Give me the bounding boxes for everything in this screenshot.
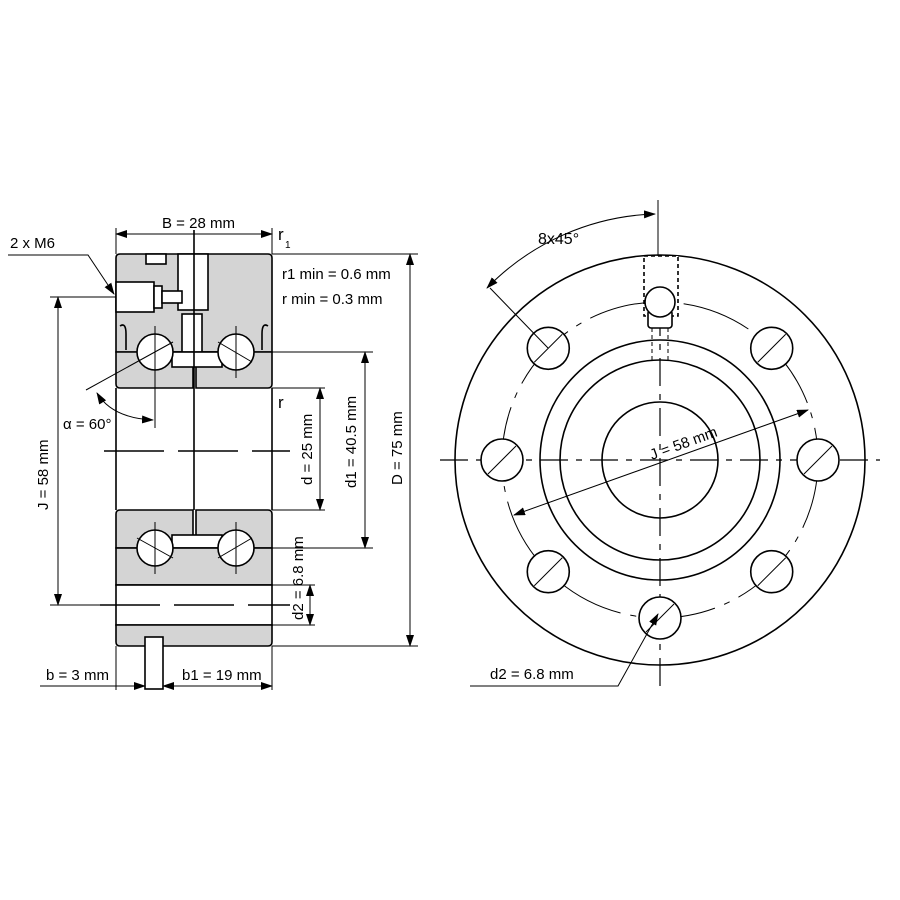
front-J-label: J = 58 mm: [648, 424, 720, 464]
thread-leader: [8, 254, 115, 295]
contact-angle-line: [217, 537, 253, 559]
hole-centerline: [533, 557, 563, 587]
extension-line: [489, 287, 549, 349]
pattern-label: 8x45°: [538, 231, 579, 248]
contact-angle-line: [217, 341, 253, 363]
d2-leader: [470, 613, 659, 687]
front-d2-label: d2 = 6.8 mm: [490, 666, 574, 683]
d-label: d = 25 mm: [299, 414, 316, 485]
angle-label: α = 60°: [63, 416, 111, 433]
hole-centerline: [533, 333, 563, 363]
r1-label: r: [278, 225, 284, 244]
r-label: r: [278, 393, 284, 412]
angle-arc: [96, 392, 154, 424]
lube-hole: [644, 286, 676, 318]
spacer-lower: [171, 534, 223, 549]
spacer: [171, 351, 223, 368]
seal-left: [119, 324, 127, 350]
seal-right: [261, 324, 269, 350]
pattern-arc: [486, 210, 656, 289]
contact-angle-line: [136, 537, 174, 559]
lube-groove-top: [145, 253, 167, 265]
r-min-label: r min = 0.3 mm: [282, 291, 382, 308]
width-B-label: B = 28 mm: [162, 215, 235, 232]
hole-centerline: [487, 445, 517, 475]
m6-thread-hole: [115, 281, 155, 313]
d1-label: d1 = 40.5 mm: [343, 396, 360, 488]
thread-step: [153, 285, 163, 309]
thread-label: 2 x M6: [10, 235, 55, 252]
r1-min-label: r1 min = 0.6 mm: [282, 266, 391, 283]
front-view: 8x45° J = 58 mm d2 = 6.8 mm: [440, 200, 880, 690]
d2-label: d2 = 6.8 mm: [290, 536, 307, 620]
outer-ring-bottom: [115, 624, 273, 647]
side-view: B = 28 mm r 1 r1 min = 0.6 mm r min = 0.…: [8, 215, 418, 690]
J-label: J = 58 mm: [35, 440, 52, 510]
hole-centerline: [757, 333, 787, 363]
lube-channel: [177, 253, 209, 311]
thread-bore: [161, 290, 183, 304]
lube-groove-bottom: [144, 636, 164, 690]
r1-sub: 1: [285, 240, 291, 251]
D-label: D = 75 mm: [389, 411, 406, 485]
hole-centerline: [757, 557, 787, 587]
front-J-dimension: [513, 409, 809, 516]
b-label: b = 3 mm: [46, 667, 109, 684]
contact-angle-line: [85, 341, 174, 391]
b1-label: b1 = 19 mm: [182, 667, 262, 684]
